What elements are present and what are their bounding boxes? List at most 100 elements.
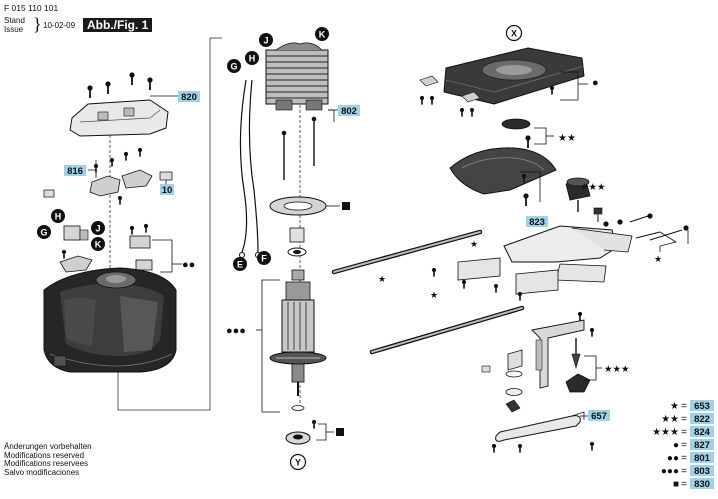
svg-text:★: ★ [430,290,438,300]
svg-text:●: ● [592,77,599,89]
cover-screws [87,72,153,98]
svg-text:=: = [681,440,687,451]
svg-text:●●●: ●●● [226,325,246,337]
legend-row-653: ★ = 653 [670,400,714,412]
note-de: Änderungen vorbehalten [4,442,92,451]
legend-row-801: ●● = 801 [667,452,714,464]
marker-K-left: K [91,237,105,251]
chip-deflector-part [449,147,557,206]
svg-text:G: G [40,228,47,238]
marker-E: E [233,257,247,271]
marker-J-left: J [91,221,105,235]
label-657: 657 [580,410,610,422]
marker-H-left: H [51,209,65,223]
guide-knob-part [565,177,591,212]
svg-text:=: = [681,401,687,412]
part-number-labels: 820 816 10 802 823 [64,91,610,422]
marker-K-top: K [315,27,329,41]
marker-G-left: G [37,225,51,239]
label-823: 823 [526,216,548,228]
wrench-part [491,411,595,453]
marker-G-top: G [227,59,241,73]
svg-text:★★: ★★ [661,414,679,425]
svg-text:●●: ●● [667,453,679,464]
top-cover-part [69,99,169,137]
svg-text:10: 10 [162,185,173,196]
svg-text:★: ★ [654,254,662,264]
legend-row-822: ★★ = 822 [661,413,714,425]
height-adjust-part [501,118,554,148]
marker-symbols: ● ★★ ★★★ ★ ★ ★ ★ ★★★ ●● ●●● [182,77,662,375]
svg-text:X: X [511,29,517,39]
svg-text:★★★: ★★★ [604,364,630,375]
svg-text:Y: Y [295,458,301,468]
stand-label: Stand [4,16,25,25]
marker-J-top: J [259,33,273,47]
header-brace: } [33,14,42,34]
motor-housing-part [43,267,177,373]
marker-H-top: H [245,51,259,65]
svg-text:J: J [95,224,100,234]
upper-bearing-part [287,227,307,257]
svg-text:801: 801 [694,453,711,464]
svg-text:●: ● [673,440,679,451]
marker-X: X [505,24,523,42]
svg-text:823: 823 [529,217,545,228]
note-es: Salvo modificaciones [4,467,80,477]
figure-title: Abb./Fig. 1 [83,18,153,32]
svg-text:★: ★ [670,401,679,412]
label-802: 802 [328,105,360,117]
issue-label: Issue [4,25,24,34]
svg-text:K: K [319,30,326,40]
base-plate-part [419,47,588,117]
modification-notes: Änderungen vorbehalten Modifications res… [4,442,92,477]
svg-text:827: 827 [694,440,710,451]
label-10: 10 [160,180,174,196]
svg-text:F: F [261,254,267,264]
svg-text:824: 824 [694,427,711,438]
fan-baffle-part [269,196,350,216]
marker-Y: Y [289,453,307,471]
svg-text:K: K [95,240,102,250]
svg-text:830: 830 [694,479,710,490]
long-screws [281,116,317,180]
label-816: 816 [64,165,86,177]
svg-text:=: = [681,414,687,425]
label-820: 820 [178,91,200,103]
svg-text:●●●: ●●● [661,466,679,477]
circle-markers: G H J K H J G [37,24,523,471]
armature-part [256,269,327,413]
svg-text:H: H [249,54,256,64]
document-number: F 015 110 101 [4,3,59,13]
svg-text:803: 803 [694,466,710,477]
svg-text:★: ★ [378,274,386,284]
symbol-legend: ★ = 653 ★★ = 822 ★★★ = 824 ● = 827 [652,400,714,490]
stator-field-part [265,42,335,122]
svg-text:816: 816 [67,166,83,177]
svg-text:J: J [263,36,268,46]
svg-text:G: G [230,62,237,72]
svg-text:=: = [681,453,687,464]
svg-text:★★: ★★ [558,133,576,144]
svg-text:=: = [681,466,687,477]
guide-fence-part [431,207,689,301]
svg-text:802: 802 [341,106,357,117]
switch-terminal-part [59,223,182,273]
svg-text:653: 653 [694,401,710,412]
svg-text:822: 822 [694,414,710,425]
svg-text:★★★: ★★★ [652,427,679,438]
cable-part [239,79,261,258]
svg-text:=: = [681,479,687,490]
note-fr: Modifications reservees [4,459,89,469]
svg-text:657: 657 [591,411,607,422]
svg-text:H: H [55,212,62,222]
legend-row-827: ● = 827 [673,439,714,451]
issue-date: 10-02-09 [43,21,76,30]
legend-row-803: ●●● = 803 [661,465,714,477]
brush-holder-part [43,147,173,205]
svg-text:★★★: ★★★ [580,182,606,193]
svg-text:E: E [237,260,243,270]
svg-text:■: ■ [673,479,679,490]
